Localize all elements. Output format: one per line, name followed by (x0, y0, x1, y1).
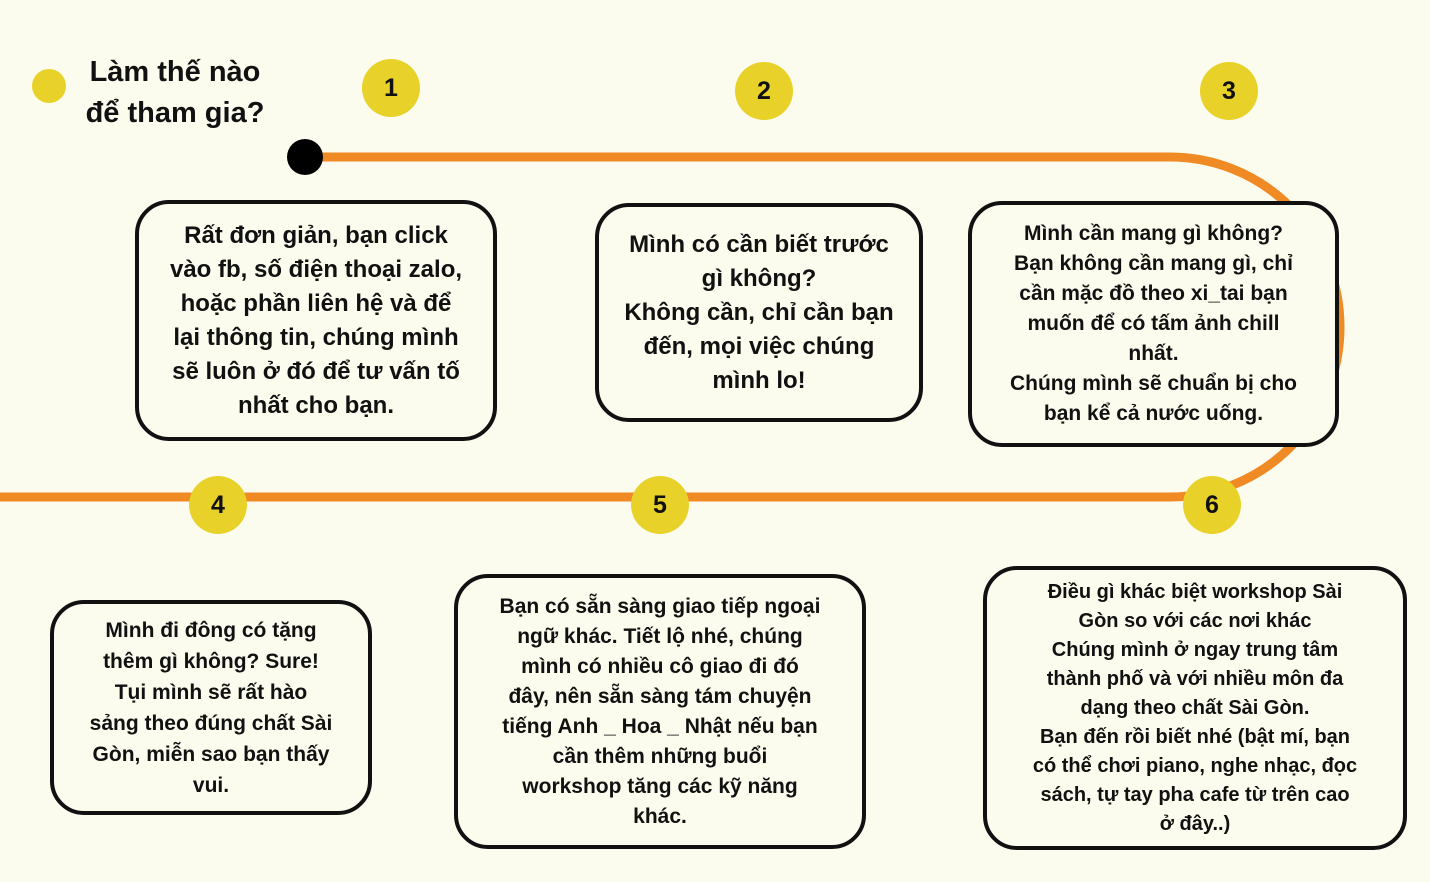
step-2-badge: 2 (735, 62, 793, 120)
step-4-badge: 4 (189, 476, 247, 534)
step-3-badge: 3 (1200, 62, 1258, 120)
step-6-card: Điều gì khác biệt workshop Sài Gòn so vớ… (983, 566, 1407, 850)
step-1-badge: 1 (362, 59, 420, 117)
step-5-card: Bạn có sẵn sàng giao tiếp ngoại ngữ khác… (454, 574, 866, 849)
step-2-card: Mình có cần biết trước gì không? Không c… (595, 203, 923, 422)
step-3-text: Mình cần mang gì không? Bạn không cần ma… (1009, 222, 1297, 425)
title-bullet-dot (32, 69, 66, 103)
step-4-text: Mình đi đông có tặng thêm gì không? Sure… (89, 618, 333, 797)
step-1-card: Rất đơn giản, bạn click vào fb, số điện … (135, 200, 497, 441)
step-6-text: Điều gì khác biệt workshop Sài Gòn so vớ… (1032, 580, 1358, 835)
page-title: Làm thế nào để tham gia? (70, 52, 280, 134)
step-3-card: Mình cần mang gì không? Bạn không cần ma… (968, 201, 1339, 447)
title-line-1: Làm thế nào (89, 56, 261, 88)
path-start-dot (287, 139, 323, 175)
step-5-badge: 5 (631, 476, 689, 534)
step-5-text: Bạn có sẵn sàng giao tiếp ngoại ngữ khác… (499, 594, 821, 828)
step-2-text: Mình có cần biết trước gì không? Không c… (624, 230, 894, 394)
step-6-badge: 6 (1183, 476, 1241, 534)
step-1-text: Rất đơn giản, bạn click vào fb, số điện … (169, 221, 463, 419)
title-line-2: để tham gia? (85, 97, 265, 129)
orange-path-line (0, 152, 1345, 502)
step-4-card: Mình đi đông có tặng thêm gì không? Sure… (50, 600, 372, 815)
